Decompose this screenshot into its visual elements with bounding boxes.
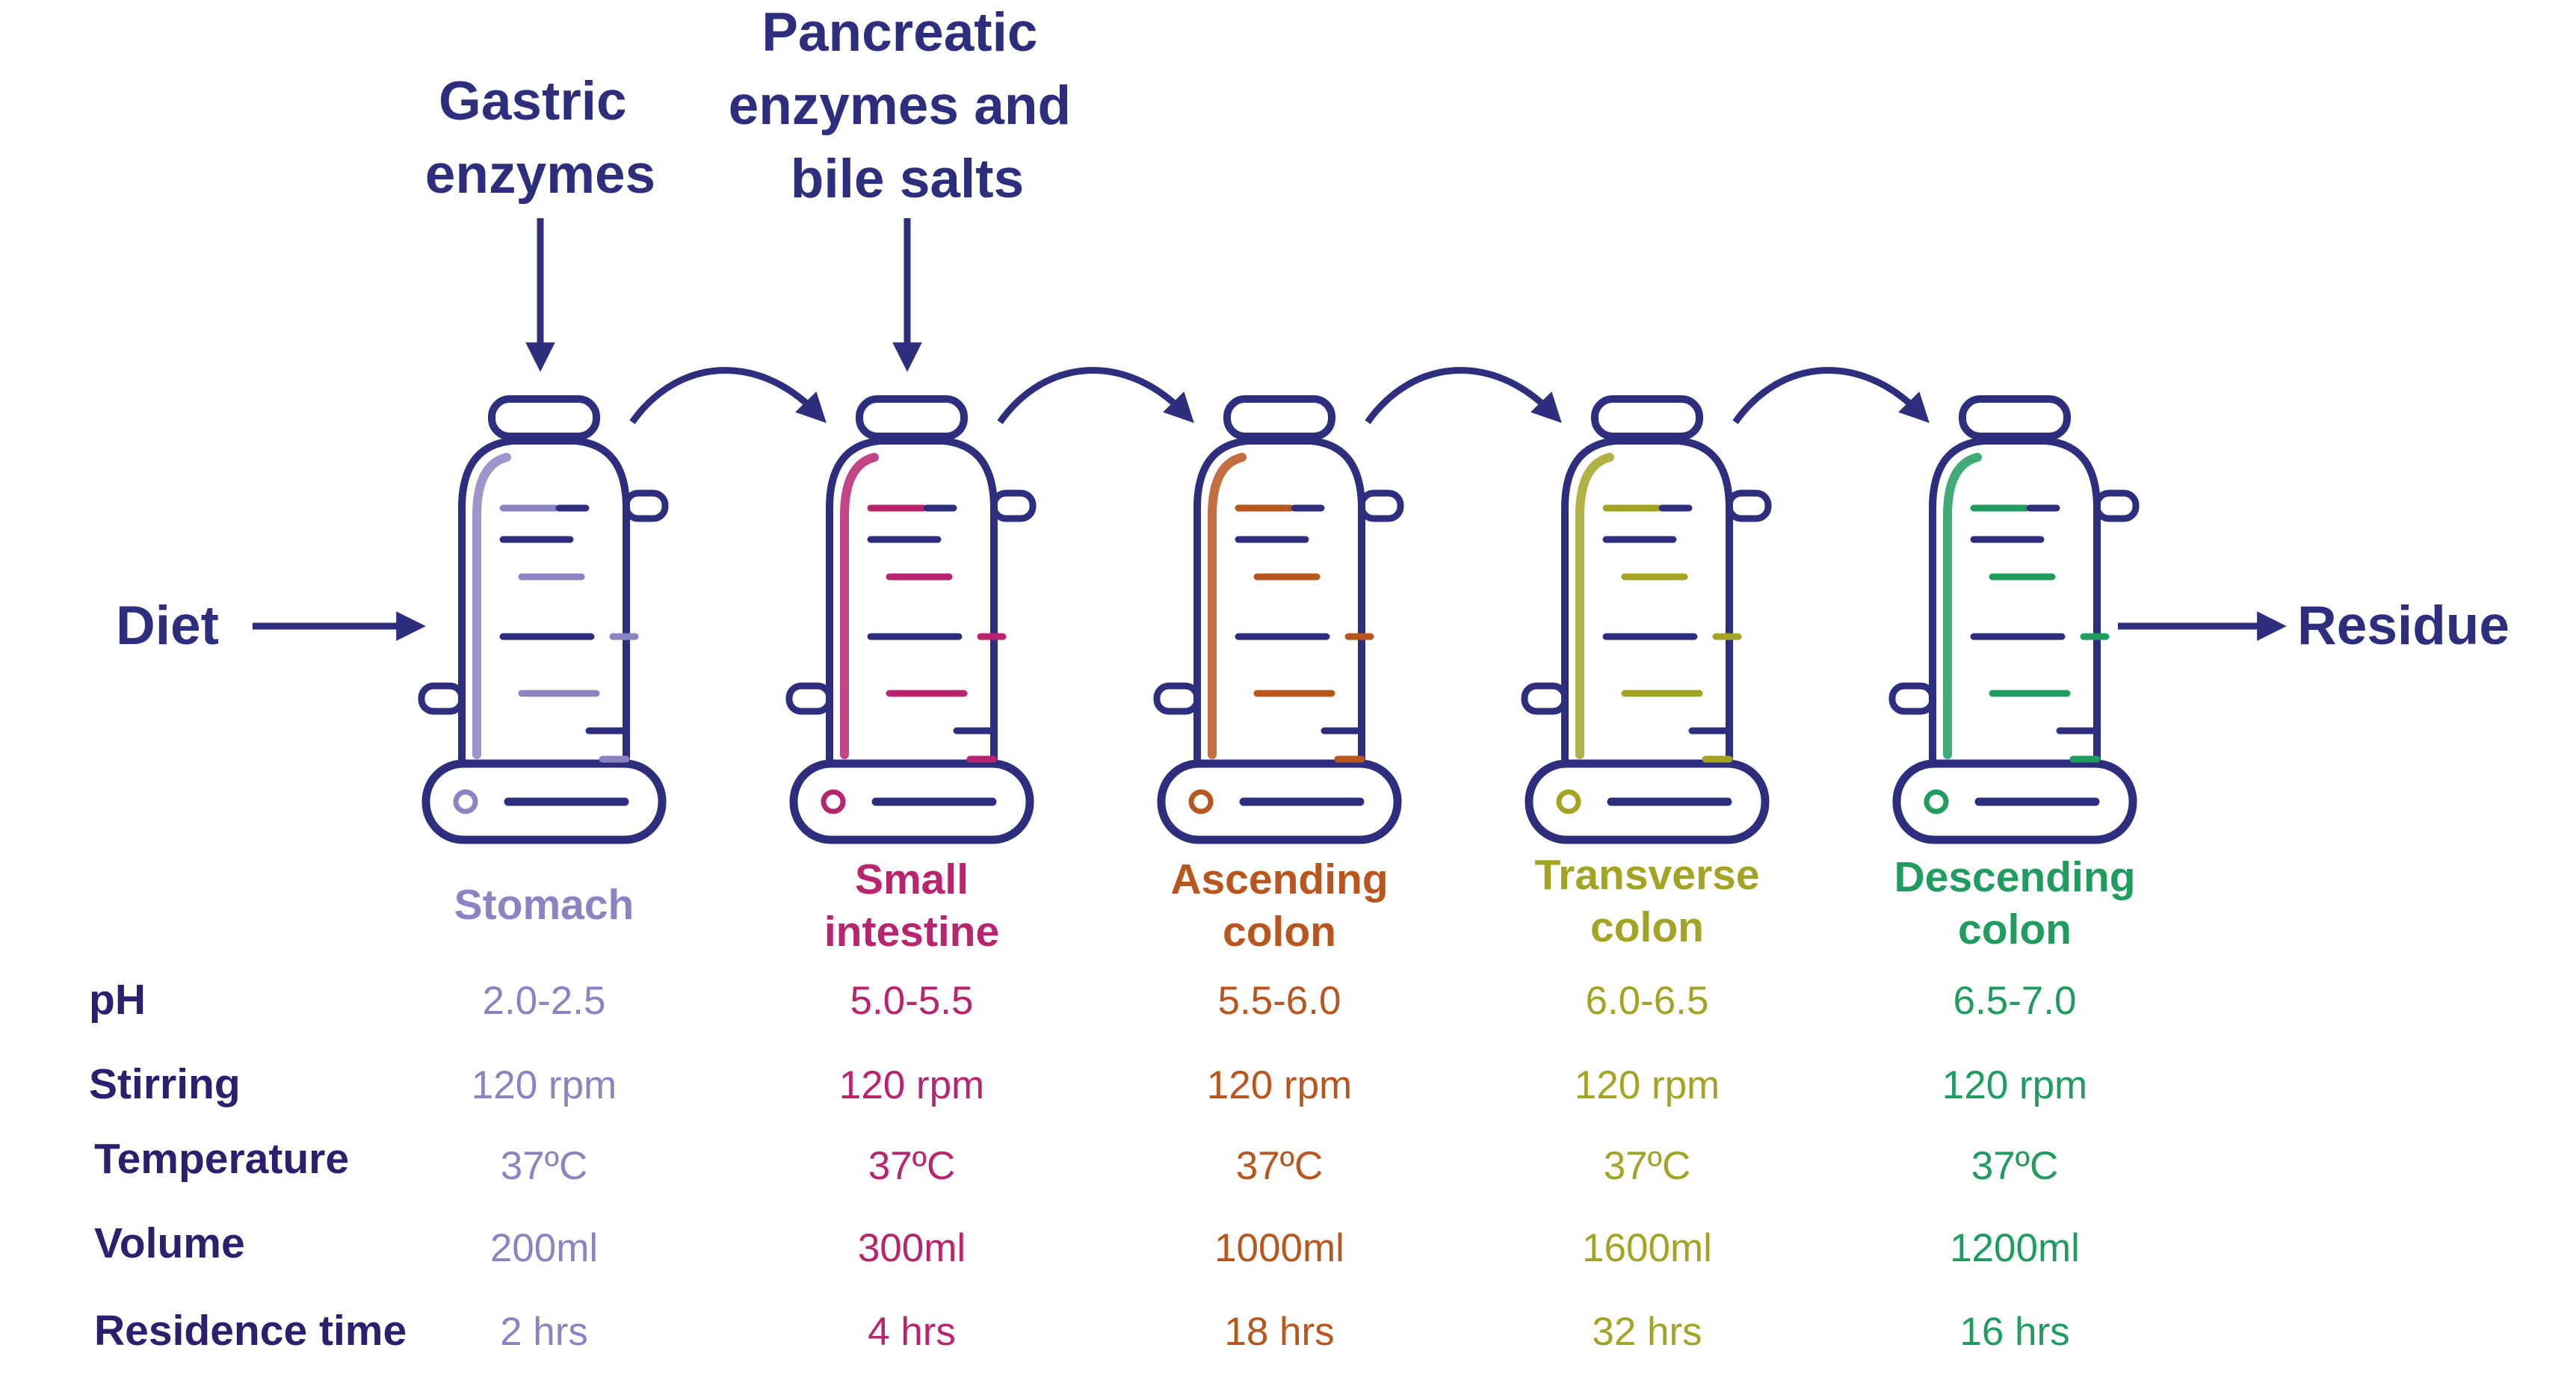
diet-label: Diet — [116, 596, 219, 656]
param-value-temperature: 37ºC — [1236, 1144, 1323, 1188]
stirrer-knob-icon — [1556, 789, 1581, 814]
vessel-shade — [840, 453, 879, 759]
vessel-cap — [1223, 395, 1335, 440]
vessel-name-line: colon — [1958, 906, 2072, 953]
pancreatic-line-3: bile salts — [791, 149, 1024, 209]
transfer-arrow — [997, 367, 1194, 424]
vessel-name: Small intestine — [824, 856, 999, 956]
vessel-name-line: Small — [855, 856, 969, 903]
param-value-temperature: 37ºC — [1971, 1144, 2059, 1188]
row-label-ph: pH — [89, 976, 146, 1024]
transfer-arrow — [1365, 367, 1562, 424]
param-value-temperature: 37ºC — [1604, 1144, 1691, 1188]
stirrer-knob-icon — [1188, 789, 1214, 814]
vessel-body — [1929, 437, 2101, 762]
vessel-name-line: intestine — [824, 908, 999, 956]
vessel-shade — [1575, 453, 1614, 759]
vessel-name: Descending colon — [1894, 853, 2135, 953]
param-value-ph: 5.0-5.5 — [850, 979, 973, 1023]
param-value-stirring: 120 rpm — [1942, 1063, 2087, 1107]
vessel-cap — [1591, 395, 1703, 440]
vessel-body — [458, 437, 630, 762]
vessel-name-line: Descending — [1894, 853, 2135, 901]
gastric-line-1: Gastric — [439, 71, 627, 132]
param-value-stirring: 120 rpm — [1207, 1063, 1352, 1107]
transfer-arrow — [1732, 367, 1930, 424]
vessel-name-line: Stomach — [454, 881, 634, 929]
row-label-volume: Volume — [94, 1219, 245, 1267]
vessel-handle-left — [1521, 682, 1569, 715]
stirrer-knob-icon — [821, 789, 846, 814]
vessel-handle-right — [1726, 489, 1772, 522]
residue-label: Residue — [2297, 596, 2509, 656]
vessel-handle-right — [2093, 489, 2140, 522]
vessel-handle-left — [1153, 682, 1201, 715]
vessel-name: Stomach — [454, 881, 634, 929]
vessel-name-line: Transverse — [1534, 851, 1759, 899]
vessels-layer: Stomach 2.0-2.5 120 rpm 37ºC 200ml 2 hrs Small… — [418, 367, 2140, 1354]
vessel-handle-right — [990, 489, 1037, 522]
vessel-shade — [1208, 453, 1247, 759]
param-value-volume: 300ml — [858, 1226, 966, 1270]
param-value-ph: 6.0-6.5 — [1585, 979, 1708, 1023]
param-value-residence-time: 18 hrs — [1224, 1310, 1334, 1354]
vessel-handle-right — [623, 489, 669, 522]
param-value-ph: 2.0-2.5 — [482, 979, 605, 1023]
param-value-volume: 1000ml — [1214, 1226, 1344, 1270]
param-value-ph: 5.5-6.0 — [1217, 979, 1341, 1023]
vessel-name: Ascending colon — [1170, 856, 1388, 956]
vessel-cap — [488, 395, 600, 440]
pancreatic-line-2: enzymes and — [729, 75, 1071, 136]
param-value-volume: 200ml — [490, 1226, 598, 1270]
vessel-handle-left — [418, 682, 466, 715]
vessel-cap — [1959, 395, 2071, 440]
vessel-shade — [472, 453, 511, 759]
vessel-name-line: colon — [1590, 903, 1704, 951]
stirrer-base — [421, 759, 667, 844]
vessel-cap — [856, 395, 968, 440]
param-value-temperature: 37ºC — [501, 1144, 588, 1188]
vessel-body — [1193, 437, 1365, 762]
param-value-ph: 6.5-7.0 — [1953, 979, 2076, 1023]
gastric-line-2: enzymes — [425, 144, 655, 205]
vessel-handle-left — [1888, 682, 1936, 715]
vessel-group: Stomach 2.0-2.5 120 rpm 37ºC 200ml 2 hrs — [418, 395, 669, 1354]
stirrer-knob-icon — [453, 789, 478, 814]
vessel-name-line: colon — [1223, 908, 1336, 956]
param-value-residence-time: 2 hrs — [500, 1310, 588, 1354]
gastric-enzymes-label: Gastric enzymes — [425, 71, 655, 205]
vessel-group: Ascending colon 5.5-6.0 120 rpm 37ºC 1000ml 18… — [1153, 395, 1404, 1354]
stirrer-knob-icon — [1924, 789, 1949, 814]
vessel-handle-right — [1358, 489, 1404, 522]
param-value-stirring: 120 rpm — [839, 1063, 984, 1107]
stirrer-base — [1525, 759, 1770, 844]
param-value-temperature: 37ºC — [868, 1144, 956, 1188]
vessel-shade — [1943, 453, 1982, 759]
row-label-stirring: Stirring — [89, 1060, 241, 1108]
param-value-residence-time: 4 hrs — [868, 1310, 956, 1354]
vessel-body — [1561, 437, 1733, 762]
row-label-temperature: Temperature — [94, 1135, 349, 1183]
transfer-arrow — [629, 367, 827, 424]
row-label-residence-time: Residence time — [94, 1307, 407, 1355]
vessel-body — [826, 437, 998, 762]
param-value-stirring: 120 rpm — [472, 1063, 617, 1107]
pancreatic-line-1: Pancreatic — [762, 2, 1037, 63]
stirrer-base — [1157, 759, 1402, 844]
pancreatic-enzymes-label: Pancreatic enzymes and bile salts — [729, 2, 1087, 209]
param-value-volume: 1600ml — [1582, 1226, 1712, 1270]
param-value-stirring: 120 rpm — [1575, 1063, 1720, 1107]
vessel-group: Small intestine 5.0-5.5 120 rpm 37ºC 300ml 4 h… — [785, 395, 1037, 1354]
stirrer-base — [1892, 759, 2137, 844]
vessel-name-line: Ascending — [1170, 856, 1388, 903]
vessel-group: Descending colon 6.5-7.0 120 rpm 37ºC 1200ml 1… — [1888, 395, 2140, 1354]
param-value-volume: 1200ml — [1950, 1226, 2080, 1270]
vessel-handle-left — [785, 682, 833, 715]
stirrer-base — [789, 759, 1034, 844]
param-value-residence-time: 32 hrs — [1592, 1310, 1702, 1354]
param-value-residence-time: 16 hrs — [1959, 1310, 2069, 1354]
